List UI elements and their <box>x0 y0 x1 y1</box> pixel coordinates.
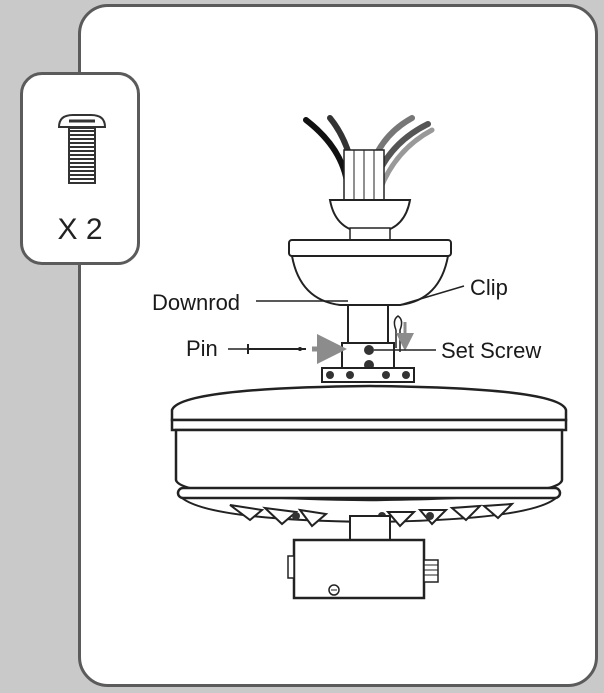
canopy <box>288 239 452 306</box>
center-shaft <box>349 515 391 541</box>
hanger-ball <box>328 199 412 233</box>
clip <box>393 315 403 352</box>
downrod <box>347 304 389 344</box>
pin-label: Pin <box>186 336 218 361</box>
clip-leader <box>399 285 465 306</box>
downrod-label: Downrod <box>152 290 241 315</box>
hardware-box: X 2 <box>20 72 140 265</box>
pin <box>247 344 306 354</box>
switch-housing <box>287 538 439 600</box>
screw-icon <box>57 114 107 184</box>
lead-wires <box>303 115 435 201</box>
set-screw-label: Set Screw <box>441 338 542 363</box>
clip-label: Clip <box>470 275 508 300</box>
motor-coupling <box>321 342 415 383</box>
quantity-label: X 2 <box>57 213 103 246</box>
fan-housing <box>170 384 568 528</box>
